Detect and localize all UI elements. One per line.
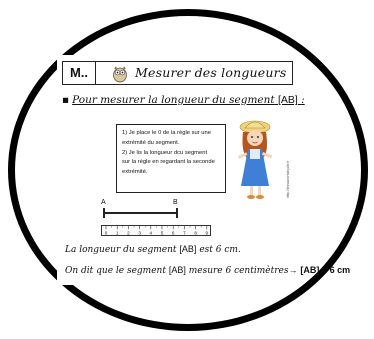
- instruction-line: extrémité du segment.: [122, 139, 180, 146]
- instruction-line: 2) Je lis la longueur dcu segment: [122, 149, 208, 156]
- instruction-line: sur la règle en regardant la seconde: [122, 159, 215, 166]
- sentence-length-text: La longueur du segment: [65, 245, 177, 255]
- ruler-ticks: 0 1 2 3 4 5 6 7 8 9: [105, 226, 209, 235]
- sentence-length-segment: [AB]: [179, 244, 197, 254]
- worksheet-title: Mesurer des longueurs: [135, 65, 287, 80]
- ruler-number: 4: [150, 230, 153, 235]
- ruler-number: 3: [138, 230, 141, 235]
- segment-ab-line: [103, 212, 177, 214]
- ruler-number: 7: [183, 230, 186, 235]
- sentence-measure-middle: mesure 6 centimètres: [188, 266, 289, 276]
- arrow-icon: →: [288, 265, 298, 275]
- bullet-icon: ▪: [62, 94, 70, 106]
- instruction-line: extrémité.: [122, 169, 148, 176]
- ruler-number: 8: [194, 230, 197, 235]
- owl-icon: [113, 66, 127, 83]
- instruction-line: 1) Je place le 0 de la règle sur une: [122, 130, 211, 136]
- worksheet-header: M.. Mesurer des longueurs: [62, 61, 293, 85]
- segment-endpoint-b: [176, 208, 178, 218]
- sentence-measure-result: [AB] = 6 cm: [300, 265, 351, 275]
- lesson-code: M..: [63, 62, 96, 84]
- ruler: 0 1 2 3 4 5 6 7 8 9: [101, 225, 211, 236]
- girl-illustration: [237, 120, 273, 199]
- ruler-number: 1: [116, 230, 119, 235]
- sentence-measure: On dit que le segment [AB] mesure 6 cent…: [65, 264, 350, 277]
- section-heading: ▪Pour mesurer la longueur du segment [AB…: [62, 93, 305, 107]
- heading-colon: :: [301, 94, 305, 106]
- ruler-number: 6: [172, 230, 175, 235]
- point-b-label: B: [173, 199, 178, 206]
- sentence-measure-segment: [AB]: [168, 265, 186, 275]
- site-credit: http://lessavoirsdejulie.fr: [286, 160, 290, 198]
- sentence-length-value: est 6 cm.: [199, 245, 241, 255]
- ruler-number: 9: [206, 230, 209, 235]
- ruler-number: 0: [105, 230, 108, 235]
- heading-segment: [AB]: [277, 94, 298, 106]
- point-a-label: A: [101, 199, 106, 206]
- sentence-measure-text: On dit que le segment: [65, 266, 166, 276]
- instructions-box: 1) Je place le 0 de la règle sur une ext…: [116, 124, 226, 193]
- ruler-number: 2: [127, 230, 130, 235]
- sentence-length: La longueur du segment [AB] est 6 cm.: [65, 243, 241, 256]
- heading-text: Pour mesurer la longueur du segment: [72, 94, 275, 106]
- ruler-number: 5: [161, 230, 164, 235]
